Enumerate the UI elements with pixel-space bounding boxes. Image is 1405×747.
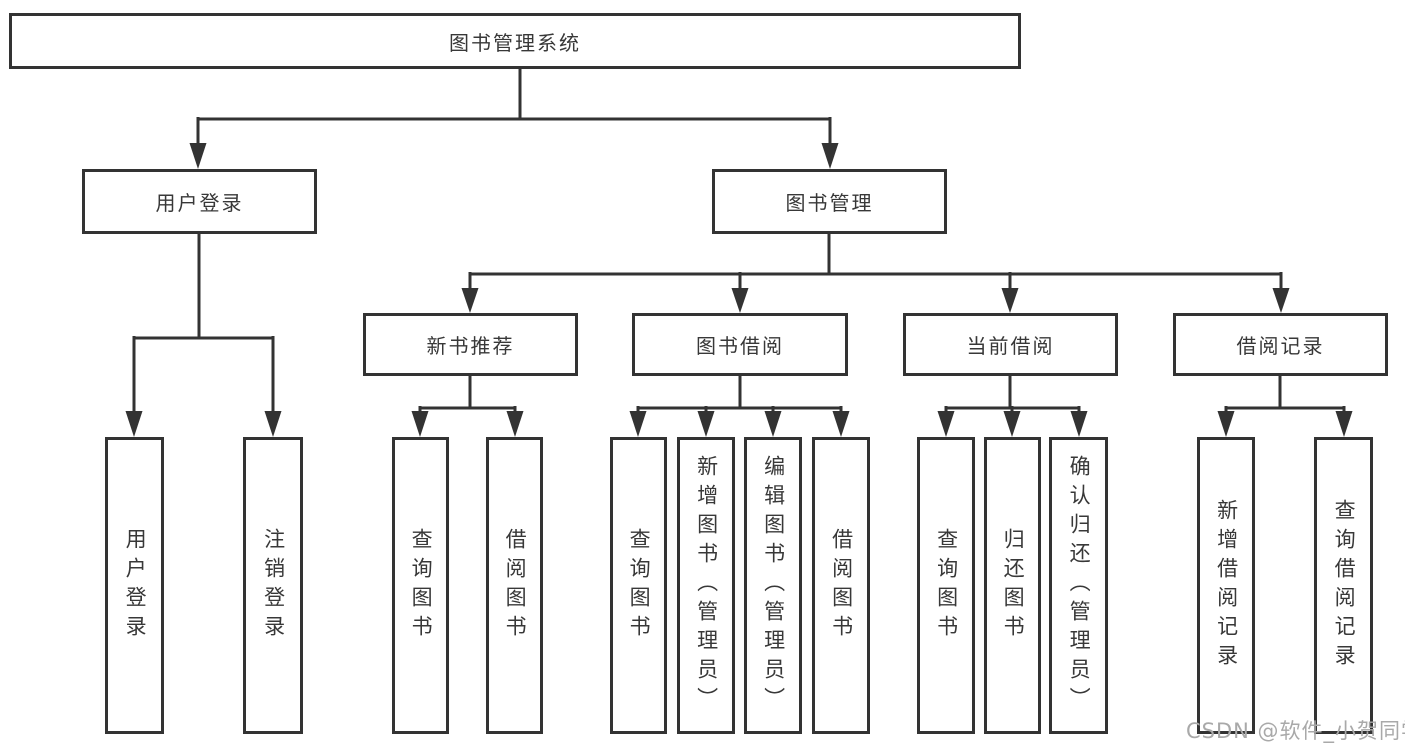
leaf-borrow-borrow-books-label: 借阅图书 [829, 527, 854, 644]
leaf-user-login-label: 用户登录 [123, 527, 148, 644]
leaf-recommend-borrow-books-label: 借阅图书 [503, 527, 528, 644]
leaf-records-add-record: 新增借阅记录 [1197, 437, 1255, 734]
leaf-borrow-add-books-admin: 新增图书（管理员） [677, 437, 735, 734]
node-current-borrow-label: 当前借阅 [966, 334, 1055, 358]
leaf-logout-label: 注销登录 [261, 527, 286, 644]
node-new-book-recommend: 新书推荐 [363, 313, 578, 376]
node-borrow-records: 借阅记录 [1173, 313, 1388, 376]
node-root: 图书管理系统 [9, 13, 1021, 69]
node-book-borrow: 图书借阅 [632, 313, 848, 376]
leaf-records-add-record-label: 新增借阅记录 [1214, 498, 1239, 673]
leaf-current-query-books: 查询图书 [917, 437, 975, 734]
leaf-recommend-query-books: 查询图书 [392, 437, 449, 734]
node-book-management: 图书管理 [712, 169, 947, 234]
node-current-borrow: 当前借阅 [903, 313, 1118, 376]
leaf-records-query-record-label: 查询借阅记录 [1332, 498, 1357, 673]
leaf-current-query-books-label: 查询图书 [934, 527, 959, 644]
leaf-recommend-borrow-books: 借阅图书 [486, 437, 543, 734]
node-book-borrow-label: 图书借阅 [696, 334, 784, 358]
leaf-borrow-borrow-books: 借阅图书 [812, 437, 870, 734]
leaf-logout: 注销登录 [243, 437, 303, 734]
leaf-borrow-edit-books-admin: 编辑图书（管理员） [744, 437, 802, 734]
leaf-borrow-add-books-admin-label: 新增图书（管理员） [694, 455, 719, 716]
leaf-current-return-books: 归还图书 [984, 437, 1041, 734]
leaf-borrow-query-books: 查询图书 [610, 437, 667, 734]
leaf-borrow-edit-books-admin-label: 编辑图书（管理员） [761, 455, 786, 716]
leaf-user-login: 用户登录 [105, 437, 164, 734]
leaf-current-confirm-return-admin-label: 确认归还（管理员） [1067, 455, 1092, 716]
leaf-current-confirm-return-admin: 确认归还（管理员） [1049, 437, 1108, 734]
node-book-management-label: 图书管理 [785, 191, 874, 215]
node-new-book-recommend-label: 新书推荐 [426, 334, 515, 358]
node-user-login: 用户登录 [82, 169, 317, 234]
leaf-recommend-query-books-label: 查询图书 [409, 527, 434, 644]
node-borrow-records-label: 借阅记录 [1236, 334, 1325, 358]
node-root-label: 图书管理系统 [449, 30, 581, 55]
leaf-current-return-books-label: 归还图书 [1001, 527, 1026, 644]
leaf-records-query-record: 查询借阅记录 [1314, 437, 1373, 734]
leaf-borrow-query-books-label: 查询图书 [627, 527, 652, 644]
node-user-login-label: 用户登录 [155, 191, 244, 215]
watermark-text: CSDN @软件_小贺同学 [1186, 719, 1405, 743]
